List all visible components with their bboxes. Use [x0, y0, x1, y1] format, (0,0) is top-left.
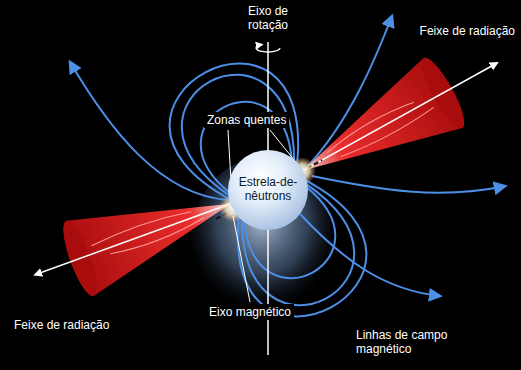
part-label: Linhas de campo magnético — [356, 328, 476, 357]
radiation-beam — [284, 28, 517, 206]
radiation-beam — [21, 166, 244, 312]
part-label: Eixo de rotação — [228, 4, 308, 33]
neutron-star: Estrela-de-nêutrons — [228, 150, 308, 230]
label-text: Feixe de radiação — [420, 24, 515, 38]
label-text: Feixe de radiação — [14, 318, 109, 332]
part-label: Eixo magnético — [206, 304, 294, 320]
star-label: Estrela-de-nêutrons — [236, 176, 300, 204]
part-label: Feixe de radiação — [405, 24, 515, 38]
label-text: Eixo de rotação — [248, 4, 288, 32]
rotation-arrow — [256, 45, 280, 52]
label-text: Zonas quentes — [207, 113, 286, 127]
part-label: Feixe de radiação — [14, 318, 109, 332]
label-text: Eixo magnético — [209, 305, 291, 319]
label-text: Linhas de campo magnético — [356, 328, 447, 356]
part-label: Zonas quentes — [204, 112, 289, 128]
